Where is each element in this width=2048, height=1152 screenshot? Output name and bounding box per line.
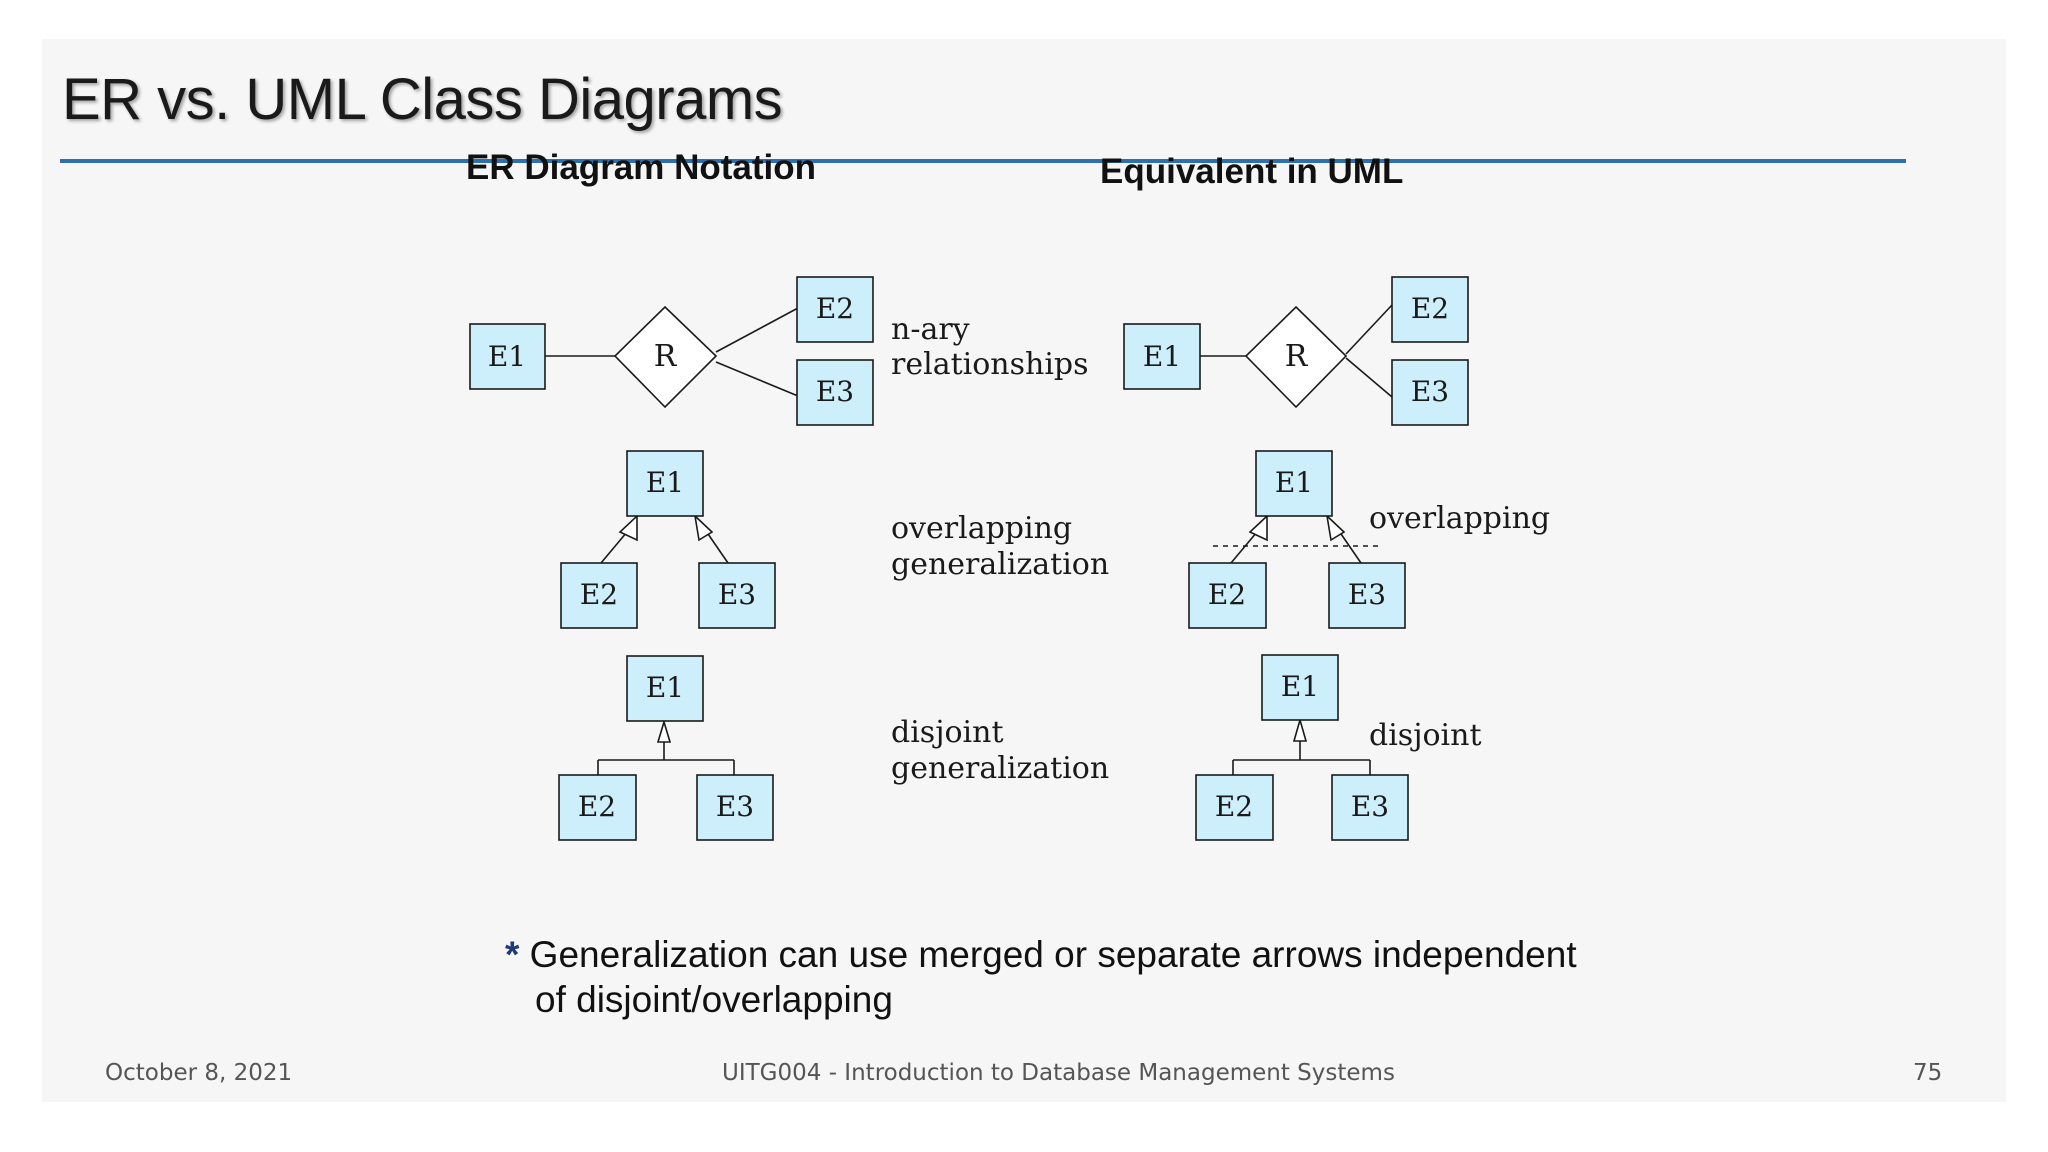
entity-box: E1 — [1123, 323, 1201, 390]
svg-text:E2: E2 — [1215, 790, 1253, 823]
connector — [1338, 530, 1362, 564]
er-nary-group: R E1 E2 E3 — [469, 276, 874, 426]
svg-text:E1: E1 — [1281, 670, 1319, 703]
relationship-diamond — [613, 305, 718, 409]
svg-text:E3: E3 — [1411, 375, 1449, 408]
title-divider — [60, 159, 1906, 163]
arrowhead-icon — [1325, 513, 1346, 542]
uml-equivalent-heading: Equivalent in UML — [1100, 152, 1404, 191]
connector — [705, 530, 729, 564]
svg-text:E3: E3 — [718, 578, 756, 611]
arrowhead-icon — [1248, 514, 1268, 542]
entity-box: E3 — [1391, 359, 1469, 426]
arrowhead-icon — [693, 513, 714, 542]
disjoint-gen-label-line1: disjoint — [891, 715, 1004, 750]
svg-text:E1: E1 — [1275, 466, 1313, 499]
svg-text:E3: E3 — [816, 375, 854, 408]
generalization-note: * Generalization can use merged or separ… — [505, 932, 1605, 1022]
svg-text:E2: E2 — [816, 292, 854, 325]
entity-box: E1 — [469, 323, 546, 390]
uml-overlapping-label: overlapping — [1369, 501, 1550, 536]
entity-box: E3 — [698, 562, 776, 629]
uml-disjoint-label: disjoint — [1369, 718, 1482, 753]
svg-text:E3: E3 — [1348, 578, 1386, 611]
entity-box: E2 — [1391, 276, 1469, 343]
relationship-label: R — [1285, 339, 1309, 374]
connector — [715, 307, 799, 353]
footer-course: UITG004 - Introduction to Database Manag… — [722, 1060, 1395, 1086]
entity-box: E2 — [558, 774, 637, 841]
svg-text:E1: E1 — [646, 671, 684, 704]
entity-box: E2 — [1195, 774, 1274, 841]
entity-box: E1 — [626, 655, 704, 722]
er-overlapping-group: E1 E2 E3 — [560, 450, 776, 629]
nary-label-line2: relationships — [891, 347, 1089, 382]
arrowhead-icon — [1292, 717, 1308, 742]
uml-disjoint-group: E1 E2 E3 — [1195, 654, 1409, 841]
svg-text:E1: E1 — [1143, 340, 1181, 373]
entity-box: E3 — [696, 774, 774, 841]
connector — [715, 361, 799, 397]
entity-box: E2 — [560, 562, 638, 629]
er-notation-heading: ER Diagram Notation — [466, 148, 817, 187]
entity-box: E1 — [626, 450, 704, 517]
disjoint-gen-label-line2: generalization — [891, 751, 1109, 786]
svg-text:E3: E3 — [716, 790, 754, 823]
svg-text:E2: E2 — [1208, 578, 1246, 611]
relationship-diamond — [1244, 305, 1348, 409]
entity-box: E1 — [1255, 450, 1333, 517]
arrowhead-icon — [656, 719, 672, 743]
relationship-label: R — [654, 339, 678, 374]
connector — [1345, 357, 1393, 398]
footer-page-number: 75 — [1913, 1060, 1943, 1086]
note-line1: Generalization can use merged or separat… — [519, 934, 1577, 975]
entity-box: E3 — [1328, 562, 1406, 629]
note-bullet: * — [505, 934, 520, 975]
entity-box: E2 — [796, 276, 874, 343]
svg-text:E3: E3 — [1351, 790, 1389, 823]
connector — [1345, 304, 1393, 355]
svg-text:E2: E2 — [1411, 292, 1449, 325]
entity-box: E3 — [1331, 774, 1409, 841]
overlap-gen-label-line2: generalization — [891, 547, 1109, 582]
uml-nary-group: R E1 E2 E3 — [1123, 276, 1469, 426]
arrowhead-icon — [618, 514, 638, 542]
overlap-gen-label-line1: overlapping — [891, 511, 1072, 546]
entity-box: E3 — [796, 359, 874, 426]
svg-text:E2: E2 — [578, 790, 616, 823]
er-disjoint-group: E1 E2 E3 — [558, 655, 774, 841]
entity-box: E1 — [1261, 654, 1339, 721]
svg-text:E1: E1 — [646, 466, 684, 499]
svg-text:E1: E1 — [488, 340, 526, 373]
slide-title: ER vs. UML Class Diagrams — [62, 67, 783, 132]
svg-text:E2: E2 — [580, 578, 618, 611]
entity-box: E2 — [1188, 562, 1267, 629]
uml-overlapping-group: E1 E2 E3 — [1188, 450, 1406, 629]
slide — [42, 39, 2006, 1102]
nary-label-line1: n-ary — [891, 312, 970, 347]
note-line2: of disjoint/overlapping — [535, 979, 893, 1020]
footer-date: October 8, 2021 — [105, 1060, 293, 1086]
